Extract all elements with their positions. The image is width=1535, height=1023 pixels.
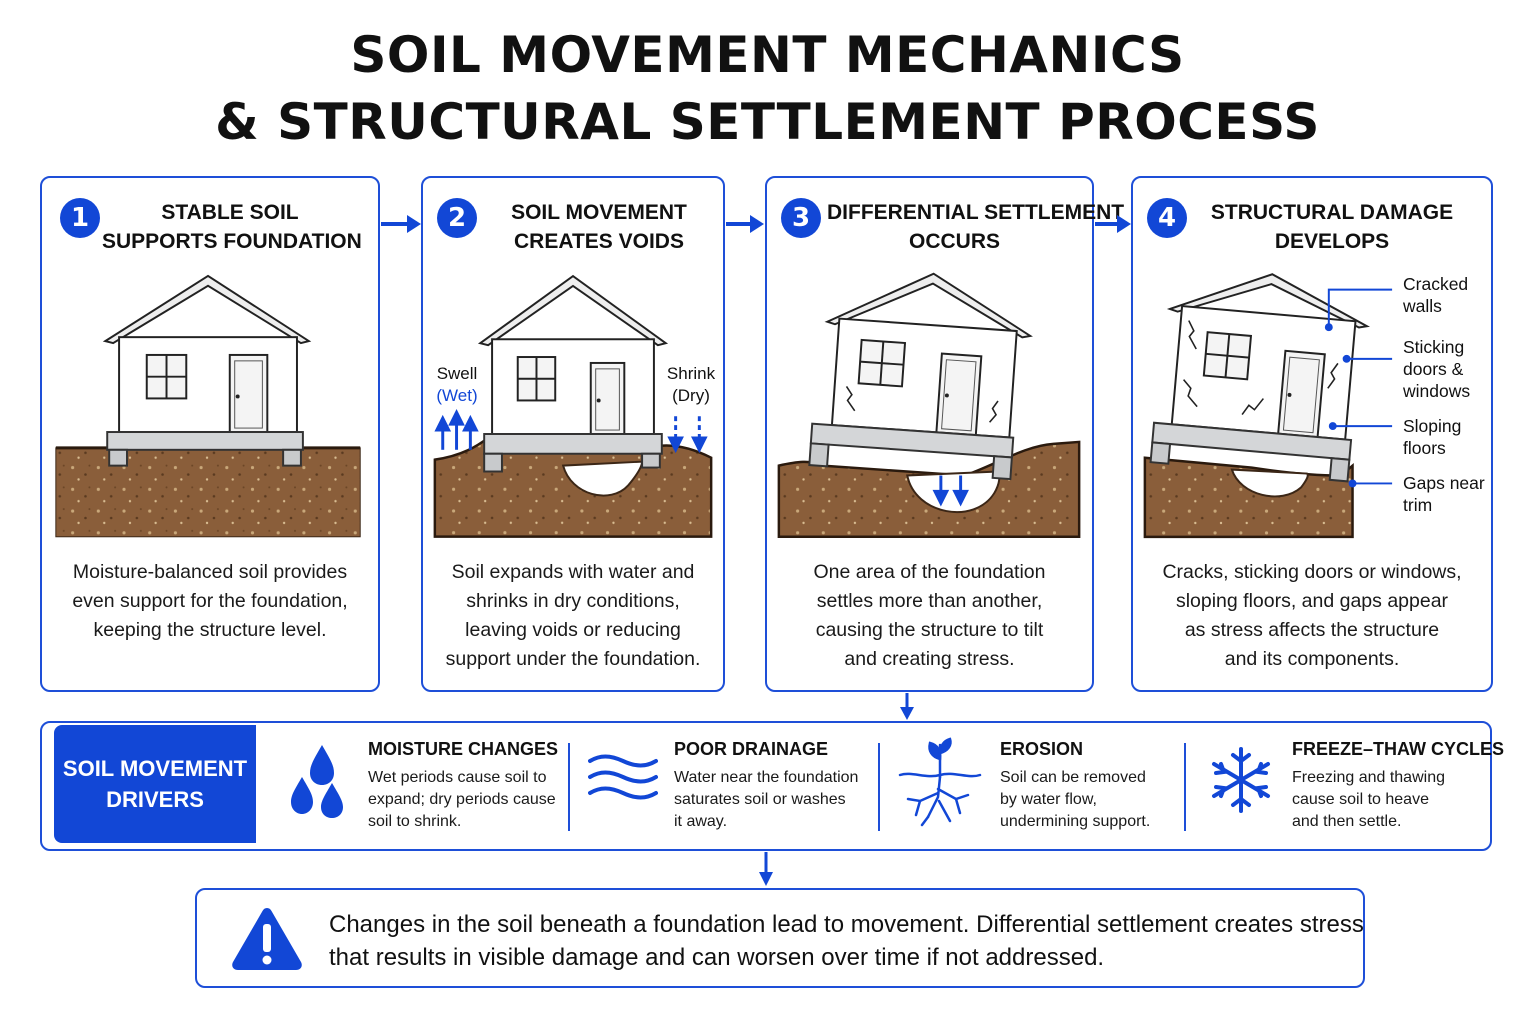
foundation-footing-right (282, 448, 302, 467)
foundation-slab (809, 422, 1015, 459)
plant-roots-icon (898, 737, 982, 827)
wall-crack-1 (1188, 320, 1197, 350)
shrink-arrows-icon (667, 416, 708, 454)
foundation-footing-left (483, 452, 503, 473)
step-1-panel: 1 STABLE SOIL SUPPORTS FOUNDATION (40, 176, 380, 692)
house-roof (477, 274, 669, 347)
house-door (935, 352, 983, 437)
title-line-1: SOIL MOVEMENT MECHANICS (350, 26, 1185, 84)
differential-settlement-illustration (777, 272, 1081, 538)
flow-arrow-down-summary (759, 852, 773, 886)
tilted-house (808, 272, 1033, 481)
step-1-description: Moisture-balanced soil provides even sup… (72, 561, 348, 641)
foundation-footing-left (108, 448, 128, 467)
shrink-label: Shrink (Dry) (666, 364, 716, 405)
wall-crack-2 (1183, 379, 1198, 408)
swell-arrows-icon (434, 408, 479, 450)
house-door (589, 361, 626, 435)
driver-moisture-changes: MOISTURE CHANGES Wet periods cause soil … (368, 739, 559, 830)
stable-house-illustration (55, 274, 361, 538)
callout-leaders (1324, 288, 1393, 488)
step-3-title: DIFFERENTIAL SETTLEMENT OCCURS (827, 201, 1125, 253)
step-3-panel: 3 DIFFERENTIAL SETTLEMENT OCCURS (765, 176, 1125, 692)
drivers-heading: SOIL MOVEMENT DRIVERS (54, 725, 256, 843)
step-3-badge: 3 (781, 198, 821, 238)
flow-arrow-1-2 (381, 215, 421, 233)
step-3-description: One area of the foundation settles more … (813, 561, 1046, 670)
driver-separator-1 (568, 743, 570, 831)
flow-arrow-down-drivers (900, 693, 914, 720)
warning-icon (232, 908, 302, 970)
foundation-slab (483, 433, 663, 455)
house-roof (102, 274, 312, 345)
wall-crack-3 (1241, 398, 1264, 416)
callout-gaps-trim: Gaps near trim (1403, 473, 1485, 515)
foundation-footing-right (641, 452, 661, 469)
title-line-2: & STRUCTURAL SETTLEMENT PROCESS (215, 93, 1320, 151)
house-wall (491, 338, 655, 435)
water-waves-icon (588, 754, 658, 800)
wall-crack-right (988, 400, 999, 423)
damaged-house (1149, 273, 1370, 483)
water-drops-icon (291, 745, 343, 818)
soil-voids-illustration (433, 274, 713, 538)
foundation-slab (1151, 421, 1353, 461)
house-door (228, 353, 269, 434)
soil-movement-drivers: SOIL MOVEMENT DRIVERS MOISTURE CHANGES W… (40, 721, 1505, 851)
summary-box: Changes in the soil beneath a foundation… (195, 888, 1365, 988)
step-4-title: STRUCTURAL DAMAGE DEVELOPS (1210, 201, 1454, 253)
step-2-title: SOIL MOVEMENT CREATES VOIDS (511, 201, 687, 253)
step-2-panel: 2 SOIL MOVEMENT CREATES VOIDS (421, 176, 725, 692)
driver-separator-3 (1184, 743, 1186, 831)
step-4-badge: 4 (1147, 198, 1187, 238)
snowflake-icon (1212, 747, 1270, 813)
step-1-badge: 1 (60, 198, 100, 238)
wall-crack-left (845, 386, 856, 412)
callout-sticking-doors: Sticking doors & windows (1403, 337, 1471, 401)
step-4-panel: 4 STRUCTURAL DAMAGE DEVELOPS (1131, 176, 1493, 692)
step-2-description: Soil expands with water and shrinks in d… (445, 561, 701, 670)
driver-freeze-thaw: FREEZE–THAW CYCLES Freezing and thawing … (1292, 739, 1505, 830)
summary-text: Changes in the soil beneath a foundation… (329, 911, 1364, 971)
settlement-arrows-icon (932, 475, 969, 507)
swell-label: Swell (Wet) (436, 364, 478, 405)
callout-cracked-walls: Cracked walls (1403, 274, 1469, 316)
step-1-title: STABLE SOIL SUPPORTS FOUNDATION (102, 201, 362, 253)
page-title: SOIL MOVEMENT MECHANICS & STRUCTURAL SET… (0, 22, 1535, 156)
flow-arrow-2-3 (726, 215, 764, 233)
driver-erosion: EROSION Soil can be removed by water flo… (1000, 739, 1151, 830)
step-4-description: Cracks, sticking doors or windows, slopi… (1162, 561, 1462, 670)
driver-poor-drainage: POOR DRAINAGE Water near the foundation … (674, 739, 859, 830)
structural-damage-illustration (1143, 273, 1393, 539)
soil-ground (55, 447, 361, 538)
flow-arrow-3-4 (1095, 215, 1131, 233)
wall-crack-4 (1327, 362, 1339, 389)
foundation-slab (106, 431, 304, 451)
soil-void (1230, 468, 1309, 498)
driver-separator-2 (878, 743, 880, 831)
callout-sloping-floors: Sloping floors (1403, 416, 1462, 458)
step-2-badge: 2 (437, 198, 477, 238)
house-door (1277, 349, 1326, 439)
